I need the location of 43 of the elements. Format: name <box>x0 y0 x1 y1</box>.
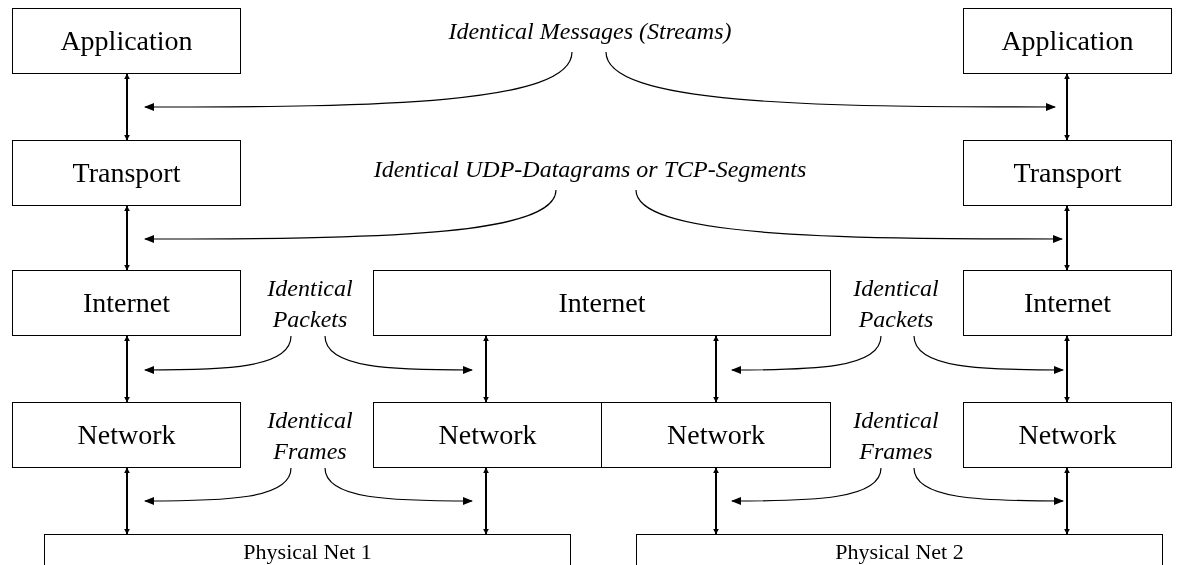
double-arrow <box>1064 73 1070 141</box>
layer-box: Transport <box>12 140 241 206</box>
annotation-text: Identical Frames <box>255 404 365 468</box>
network-bar: Physical Net 2 <box>636 534 1163 565</box>
layer-box: Application <box>12 8 241 74</box>
layer-box: Internet <box>373 270 831 336</box>
curved-arrow <box>605 51 1056 111</box>
annotation-text: Identical Packets <box>255 272 365 336</box>
curved-arrow <box>324 467 473 505</box>
network-bar: Physical Net 1 <box>44 534 571 565</box>
curved-arrow <box>913 335 1064 374</box>
annotation-text: Identical Frames <box>841 404 951 468</box>
curved-arrow <box>731 467 882 505</box>
curved-arrow <box>144 467 292 505</box>
double-arrow <box>1064 335 1070 403</box>
layer-box: Network <box>373 402 602 468</box>
curved-arrow <box>324 335 473 374</box>
double-arrow <box>483 335 489 403</box>
annotation-text: Identical Messages (Streams) <box>390 12 790 52</box>
double-arrow <box>124 335 130 403</box>
annotation-text: Identical UDP-Datagrams or TCP-Segments <box>320 150 860 190</box>
double-arrow <box>713 335 719 403</box>
curved-arrow <box>635 189 1063 243</box>
layer-box: Network <box>963 402 1172 468</box>
curved-arrow <box>913 467 1064 505</box>
layer-box: Network <box>12 402 241 468</box>
double-arrow <box>124 73 130 141</box>
curved-arrow <box>144 189 557 243</box>
curved-arrow <box>144 335 292 374</box>
annotation-text: Identical Packets <box>841 272 951 336</box>
double-arrow <box>124 205 130 271</box>
double-arrow <box>483 467 489 535</box>
curved-arrow <box>731 335 882 374</box>
double-arrow <box>1064 205 1070 271</box>
layer-box: Network <box>601 402 831 468</box>
layer-box: Transport <box>963 140 1172 206</box>
layer-box: Application <box>963 8 1172 74</box>
double-arrow <box>1064 467 1070 535</box>
double-arrow <box>713 467 719 535</box>
layer-box: Internet <box>963 270 1172 336</box>
layer-box: Internet <box>12 270 241 336</box>
curved-arrow <box>144 51 573 111</box>
double-arrow <box>124 467 130 535</box>
